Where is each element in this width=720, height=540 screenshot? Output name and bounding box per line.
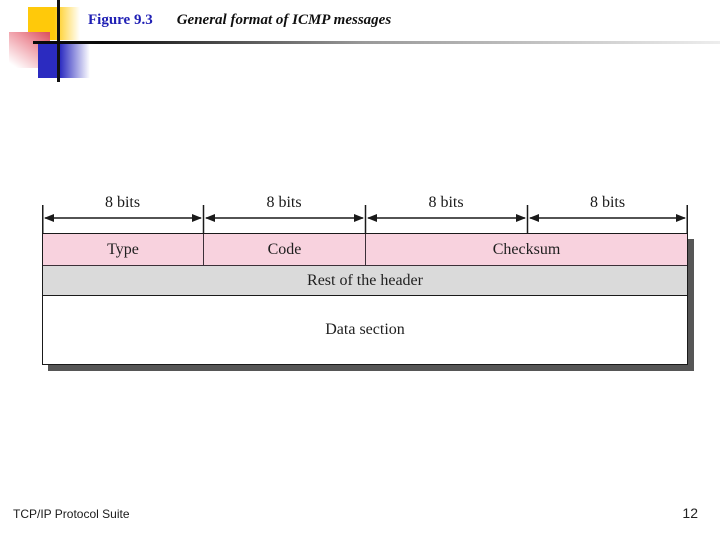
table-row-header-fields: Type Code Checksum — [43, 234, 687, 266]
table-row-rest-of-header: Rest of the header — [43, 266, 687, 296]
bit-width-label: 8 bits — [104, 194, 141, 211]
bit-width-label: 8 bits — [428, 194, 464, 211]
slide-logo — [0, 0, 120, 90]
field-data-section: Data section — [325, 321, 405, 338]
field-checksum: Checksum — [492, 240, 561, 258]
page-number: 12 — [682, 505, 698, 521]
icmp-field-table: Type Code Checksum Rest of the header Da… — [42, 233, 688, 365]
field-code: Code — [204, 234, 366, 265]
bit-width-label: 8 bits — [266, 194, 302, 211]
field-type: Type — [43, 234, 204, 265]
bit-width-label: 8 bits — [589, 194, 626, 211]
slide-header: Figure 9.3 General format of ICMP messag… — [88, 12, 391, 32]
footer-book-title: TCP/IP Protocol Suite — [13, 507, 130, 521]
table-row-data-section: Data section — [43, 296, 687, 364]
field-rest-of-header: Rest of the header — [307, 271, 423, 289]
measurement-arrows — [42, 205, 688, 233]
header-divider-rule — [33, 41, 720, 44]
figure-number: Figure 9.3 — [88, 12, 153, 28]
logo-blue-square — [38, 44, 90, 78]
figure-title: General format of ICMP messages — [176, 12, 392, 28]
